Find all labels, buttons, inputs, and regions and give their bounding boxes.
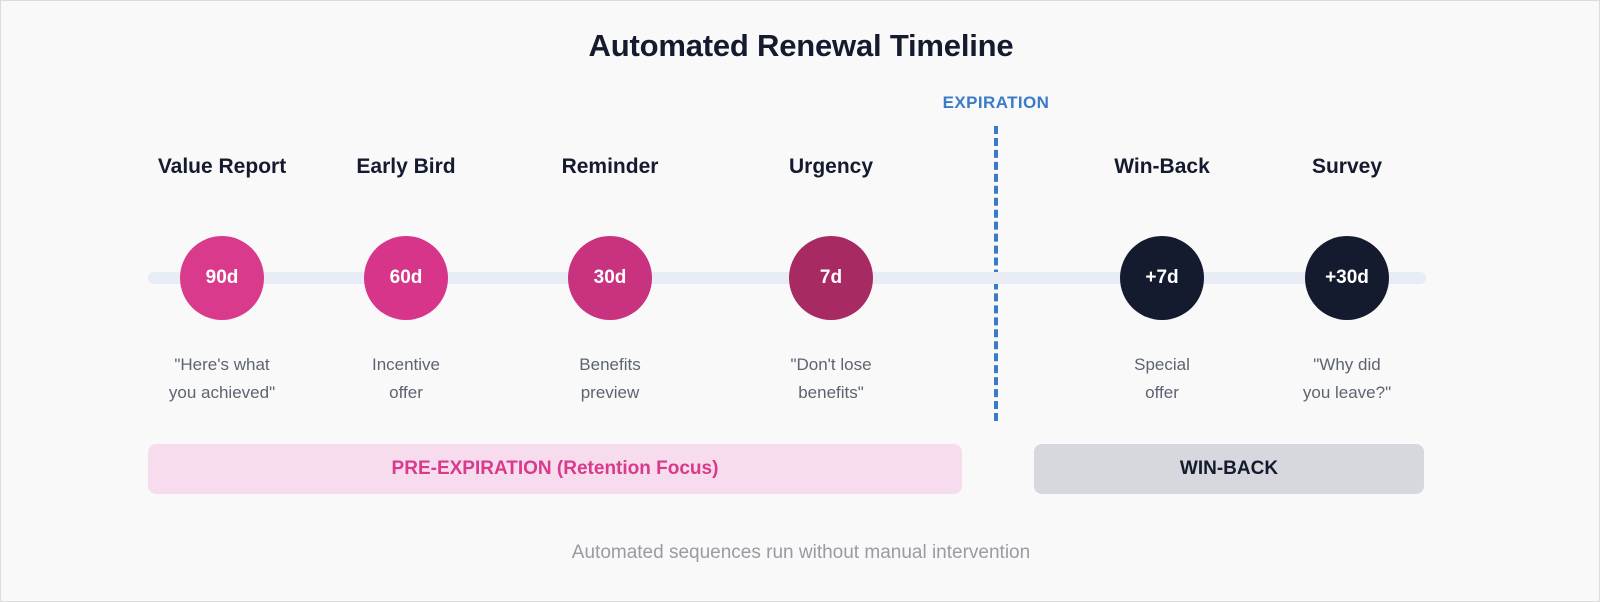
stage-label: Win-Back xyxy=(1114,155,1210,178)
stage-label: Reminder xyxy=(561,155,659,178)
stage-description-line1: "Don't lose xyxy=(790,355,872,374)
stage-description-line1: "Why did xyxy=(1313,355,1381,374)
timeline-track xyxy=(148,272,1426,284)
stage-description-line1: Benefits xyxy=(579,355,641,374)
stage-description-line1: Incentive xyxy=(371,355,441,374)
footer-note: Automated sequences run without manual i… xyxy=(571,542,1031,563)
stage-node-badge[interactable]: +7d xyxy=(1120,236,1204,320)
phase-banner[interactable]: PRE-EXPIRATION (Retention Focus) xyxy=(148,444,962,494)
stage-label: Survey xyxy=(1311,155,1383,178)
stage-label: Early Bird xyxy=(356,155,456,178)
expiration-label: EXPIRATION xyxy=(942,93,1050,112)
stage-node-badge[interactable]: 60d xyxy=(364,236,448,320)
stage-node-badge[interactable]: 30d xyxy=(568,236,652,320)
stage-description-line2: you leave?" xyxy=(1302,383,1392,402)
stage-description-line1: "Here's what xyxy=(174,355,270,374)
stage-description-line2: benefits" xyxy=(798,383,864,402)
stage-description-line2: preview xyxy=(580,383,640,402)
stage-node-badge[interactable]: 7d xyxy=(789,236,873,320)
stage-description-line1: Special xyxy=(1134,355,1190,374)
stage-label: Value Report xyxy=(157,155,287,178)
stage-description-line2: offer xyxy=(1145,383,1179,402)
stage-description-line2: you achieved" xyxy=(168,383,276,402)
page-title: Automated Renewal Timeline xyxy=(588,28,1014,63)
stage-node-badge[interactable]: 90d xyxy=(180,236,264,320)
phase-banner[interactable]: WIN-BACK xyxy=(1034,444,1424,494)
stage-node-badge[interactable]: +30d xyxy=(1305,236,1389,320)
stage-description-line2: offer xyxy=(389,383,423,402)
stage-label: Urgency xyxy=(788,155,874,178)
